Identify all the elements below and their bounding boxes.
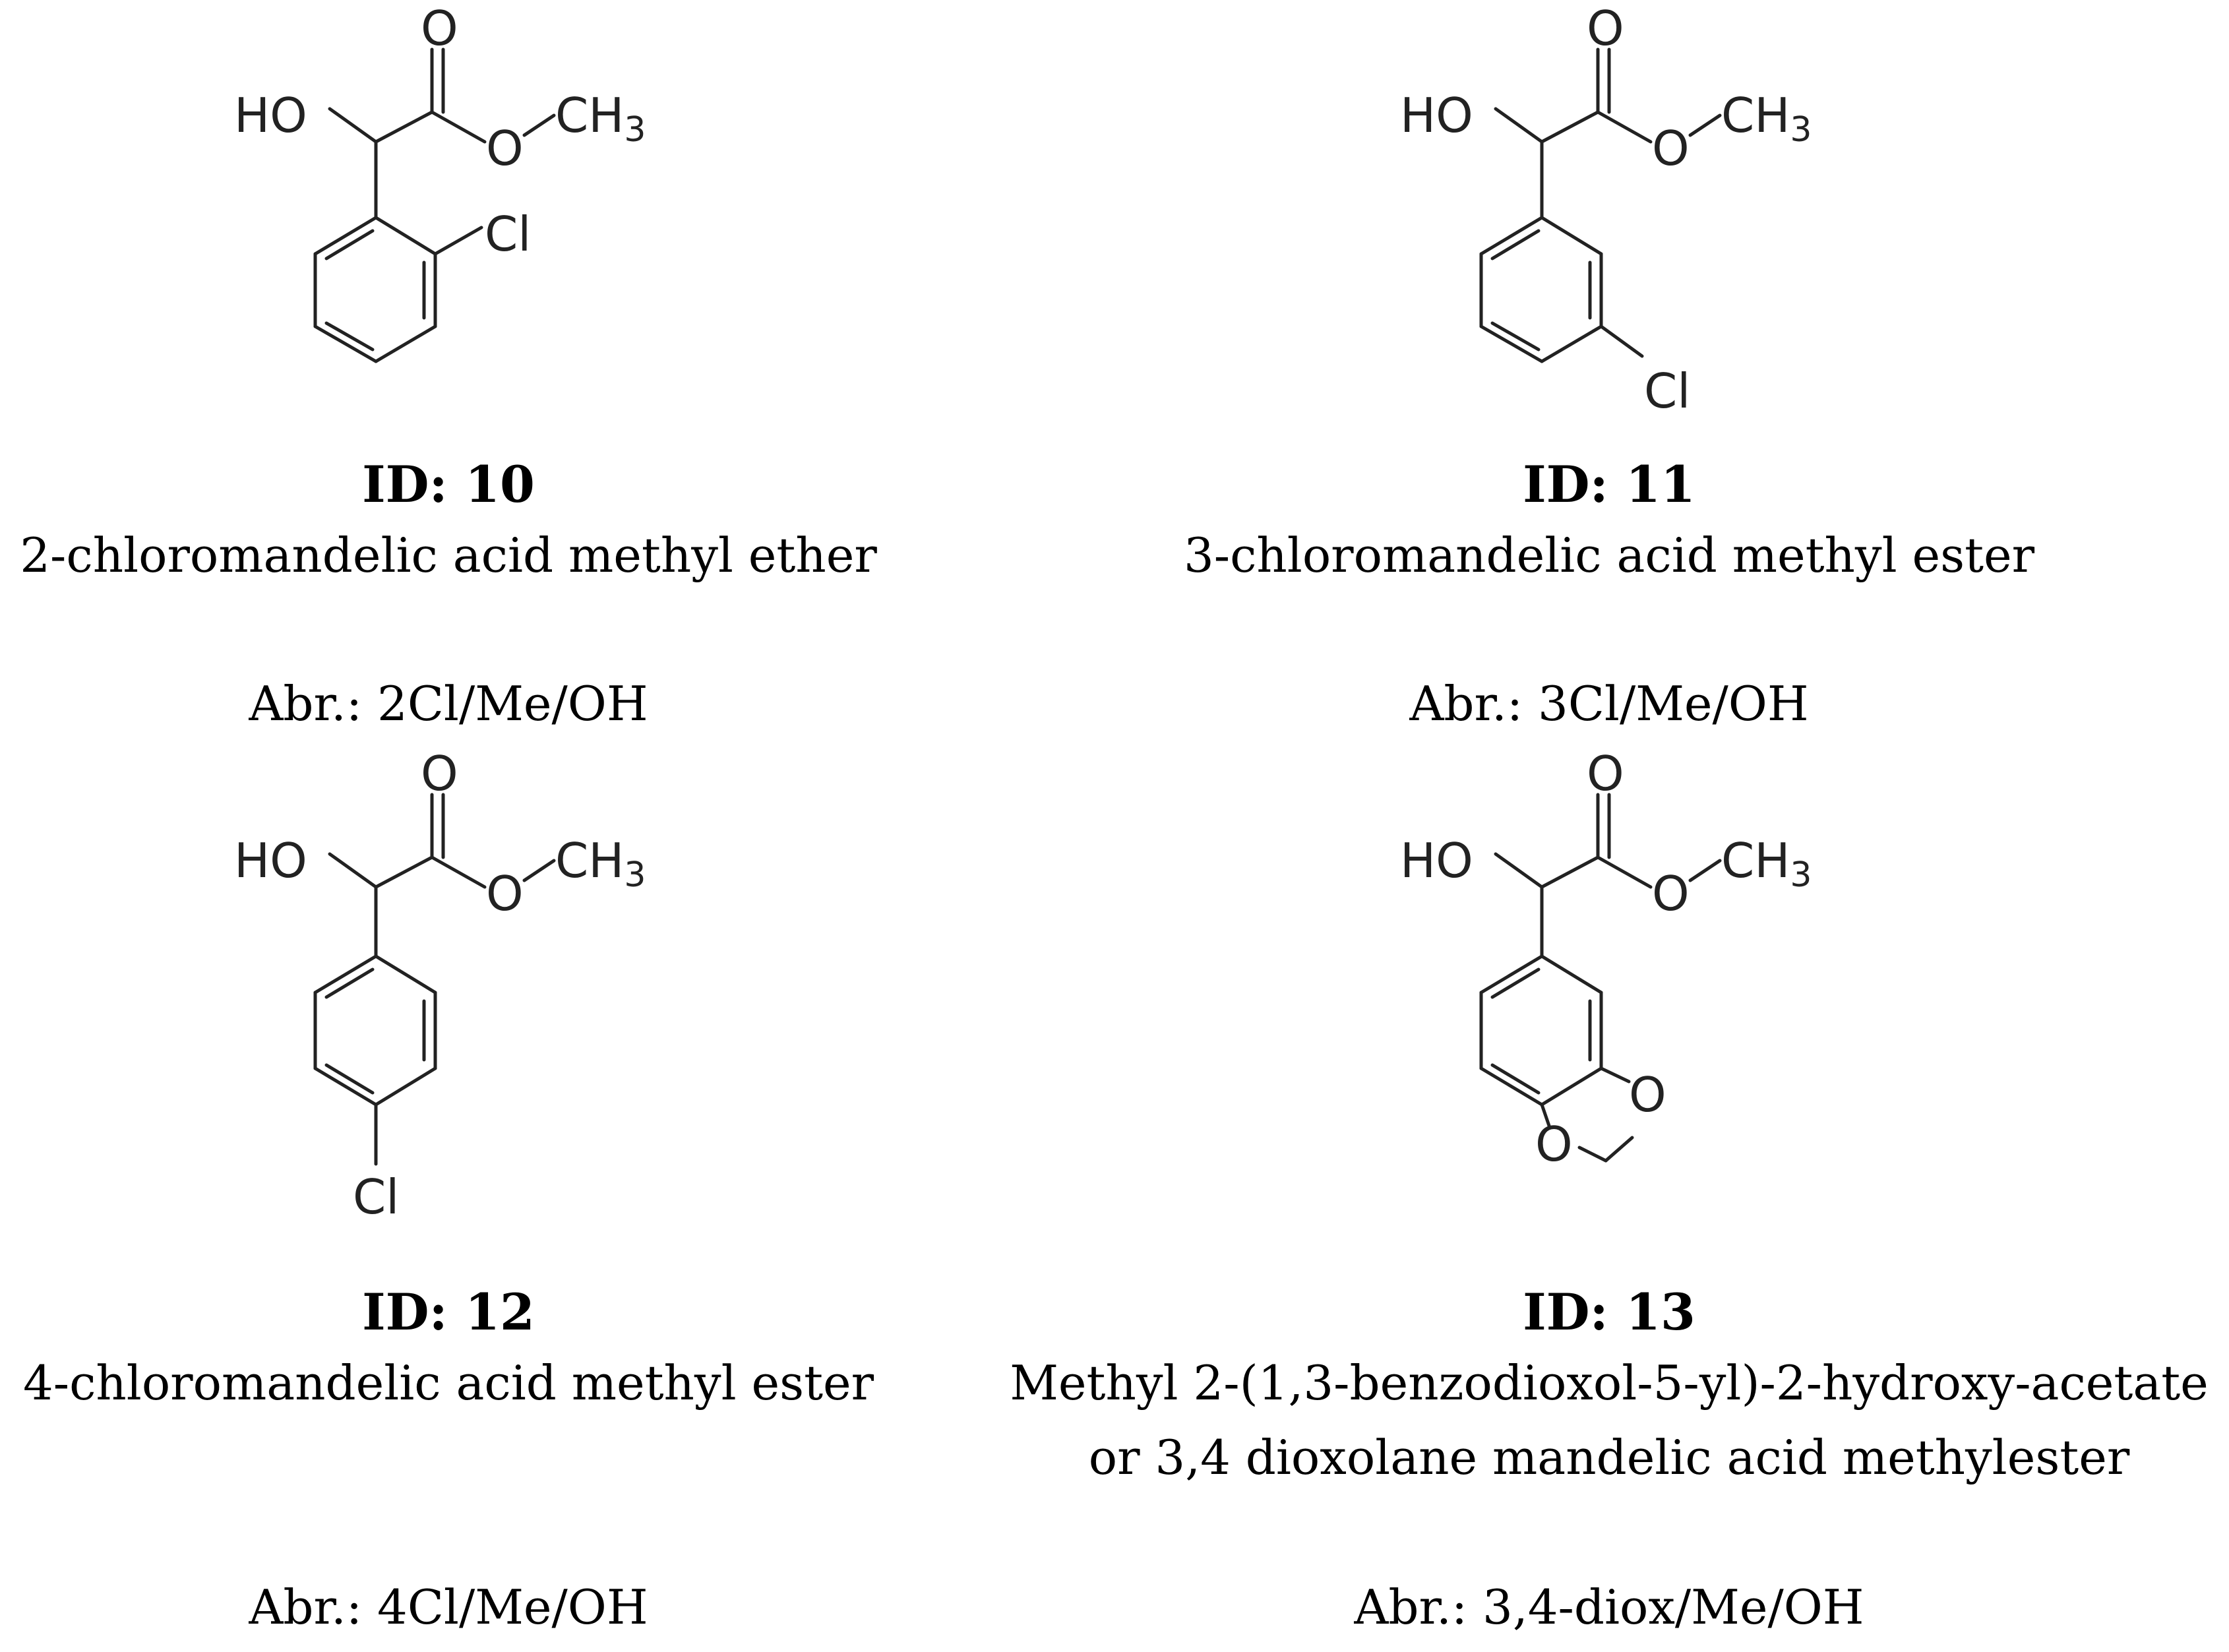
- atom-label-cl: Cl: [353, 1169, 399, 1225]
- structure-4-chloromandelic-methyl-ester: HO O O CH3 Cl: [0, 752, 897, 1253]
- subscript-digit: 3: [1790, 110, 1812, 150]
- atom-label-dioxole-o-lower: O: [1535, 1117, 1573, 1172]
- compound-abbreviation: Abr.: 3Cl/Me/OH: [1409, 676, 1809, 731]
- structure-3-chloromandelic-methyl-ester: HO O O CH3 Cl: [989, 0, 2229, 462]
- atom-label-ho: HO: [1400, 88, 1473, 143]
- compound-panel-12: HO O O CH3 Cl ID: 12 4-chloromandelic ac…: [0, 752, 897, 1652]
- compound-id-label: ID: 13: [1523, 1283, 1695, 1341]
- atom-label-ho: HO: [1400, 833, 1473, 888]
- atom-label-methyl: CH3: [555, 833, 646, 895]
- compound-panel-11: HO O O CH3 Cl ID: 11 3-chloromandelic ac…: [989, 0, 2229, 752]
- atom-label-carbonyl-o: O: [1587, 1, 1624, 56]
- atom-label-ho: HO: [234, 88, 307, 143]
- compound-name-line-1: Methyl 2-(1,3-benzodioxol-5-yl)-2-hydrox…: [1010, 1355, 2209, 1411]
- atom-label-cl: Cl: [1644, 363, 1690, 419]
- atom-label-ester-o: O: [1652, 121, 1690, 176]
- structure-2-chloromandelic-methyl-ester: HO O O CH3 Cl: [0, 0, 897, 462]
- compound-name: 2-chloromandelic acid methyl ether: [20, 528, 877, 583]
- compound-name: 3-chloromandelic acid methyl ester: [1183, 528, 2035, 583]
- subscript-digit: 3: [624, 110, 646, 150]
- compound-panel-13: HO O O CH3 O O ID: 13 Methyl 2-(1,3-benz…: [989, 752, 2229, 1652]
- compound-id-label: ID: 11: [1523, 455, 1695, 514]
- compound-id-label: ID: 12: [362, 1283, 535, 1341]
- structure-dioxolane-mandelic-methyl-ester: HO O O CH3 O O: [989, 752, 2229, 1253]
- atom-label-carbonyl-o: O: [421, 752, 458, 801]
- compound-id-label: ID: 10: [362, 455, 535, 514]
- atom-label-ester-o: O: [1652, 866, 1690, 921]
- atom-label-methyl: CH3: [1721, 88, 1812, 150]
- compound-name-line-2: or 3,4 dioxolane mandelic acid methylest…: [1088, 1430, 2130, 1485]
- atom-label-carbonyl-o: O: [1587, 752, 1624, 801]
- atom-label-methyl: CH3: [555, 88, 646, 150]
- compound-panel-10: HO O O CH3 Cl ID: 10 2-chloromandelic ac…: [0, 0, 897, 752]
- compound-abbreviation: Abr.: 4Cl/Me/OH: [249, 1579, 648, 1635]
- atom-label-methyl: CH3: [1721, 833, 1812, 895]
- compound-abbreviation: Abr.: 3,4-diox/Me/OH: [1354, 1579, 1864, 1635]
- subscript-digit: 3: [1790, 855, 1812, 895]
- atom-label-cl: Cl: [485, 206, 531, 262]
- atom-label-dioxole-o-upper: O: [1629, 1067, 1666, 1122]
- atom-label-ho: HO: [234, 833, 307, 888]
- atom-label-ester-o: O: [486, 121, 524, 176]
- atom-label-carbonyl-o: O: [421, 1, 458, 56]
- compound-name: 4-chloromandelic acid methyl ester: [22, 1355, 874, 1411]
- atom-label-ester-o: O: [486, 866, 524, 921]
- subscript-digit: 3: [624, 855, 646, 895]
- compound-abbreviation: Abr.: 2Cl/Me/OH: [249, 676, 648, 731]
